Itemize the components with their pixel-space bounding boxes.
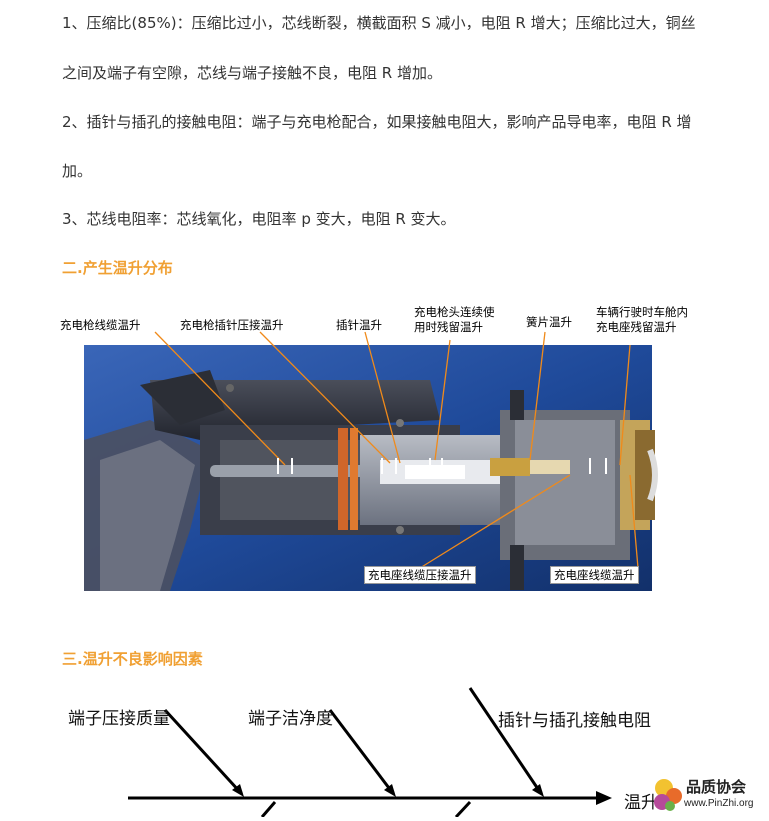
fishbone-diagram: 端子压接质量 端子洁净度 插针与插孔接触电阻 温升 — [0, 680, 769, 819]
fishbone-effect: 温升 — [624, 793, 658, 813]
label-gun-head-residual-line2: 用时残留温升 — [414, 320, 483, 334]
watermark: 品质协会 www.PinZhi.org — [648, 770, 769, 817]
paragraph-1-line-1: 1、压缩比(85%)：压缩比过小，芯线断裂，横截面积 S 减小，电阻 R 增大；… — [62, 14, 696, 32]
watermark-logo-icon — [654, 779, 682, 811]
section-heading-temperature-distribution: 二.产生温升分布 — [62, 259, 173, 277]
label-reed-temp-rise: 簧片温升 — [526, 315, 572, 329]
paragraph-1-line-2: 之间及端子有空隙，芯线与端子接触不良，电阻 R 增加。 — [62, 64, 442, 82]
paragraph-2-line-1: 2、插针与插孔的接触电阻：端子与充电枪配合，如果接触电阻大，影响产品导电率，电阻… — [62, 113, 692, 131]
label-socket-cable-temp-rise: 充电座线缆温升 — [550, 566, 639, 584]
label-vehicle-residual-line2: 充电座残留温升 — [596, 320, 677, 334]
label-pin-temp-rise: 插针温升 — [336, 318, 382, 332]
label-gun-pin-crimp-temp-rise: 充电枪插针压接温升 — [180, 318, 284, 332]
label-socket-cable-crimp-temp-rise: 充电座线缆压接温升 — [364, 566, 476, 584]
section-heading-temp-rise-factors: 三.温升不良影响因素 — [62, 650, 203, 668]
paragraph-3-line-1: 3、芯线电阻率：芯线氧化，电阻率 p 变大，电阻 R 变大。 — [62, 210, 456, 228]
label-gun-head-residual-line1: 充电枪头连续使 — [414, 305, 495, 319]
fishbone-cause-contact-resistance: 插针与插孔接触电阻 — [498, 711, 651, 731]
label-gun-cable-temp-rise: 充电枪线缆温升 — [60, 318, 141, 332]
fishbone-cause-cleanliness: 端子洁净度 — [248, 709, 333, 729]
fishbone-lines — [128, 687, 612, 819]
charging-gun-cutaway-image — [84, 331, 658, 591]
label-vehicle-residual-line1: 车辆行驶时车舱内 — [596, 305, 688, 319]
fishbone-cause-crimp-quality: 端子压接质量 — [68, 709, 170, 729]
paragraph-2-line-2: 加。 — [62, 162, 93, 180]
watermark-name: 品质协会 — [686, 778, 747, 796]
charging-gun-figure: 充电枪线缆温升 充电枪插针压接温升 插针温升 充电枪头连续使 用时残留温升 簧片… — [60, 300, 710, 595]
watermark-url: www.PinZhi.org — [684, 798, 754, 809]
